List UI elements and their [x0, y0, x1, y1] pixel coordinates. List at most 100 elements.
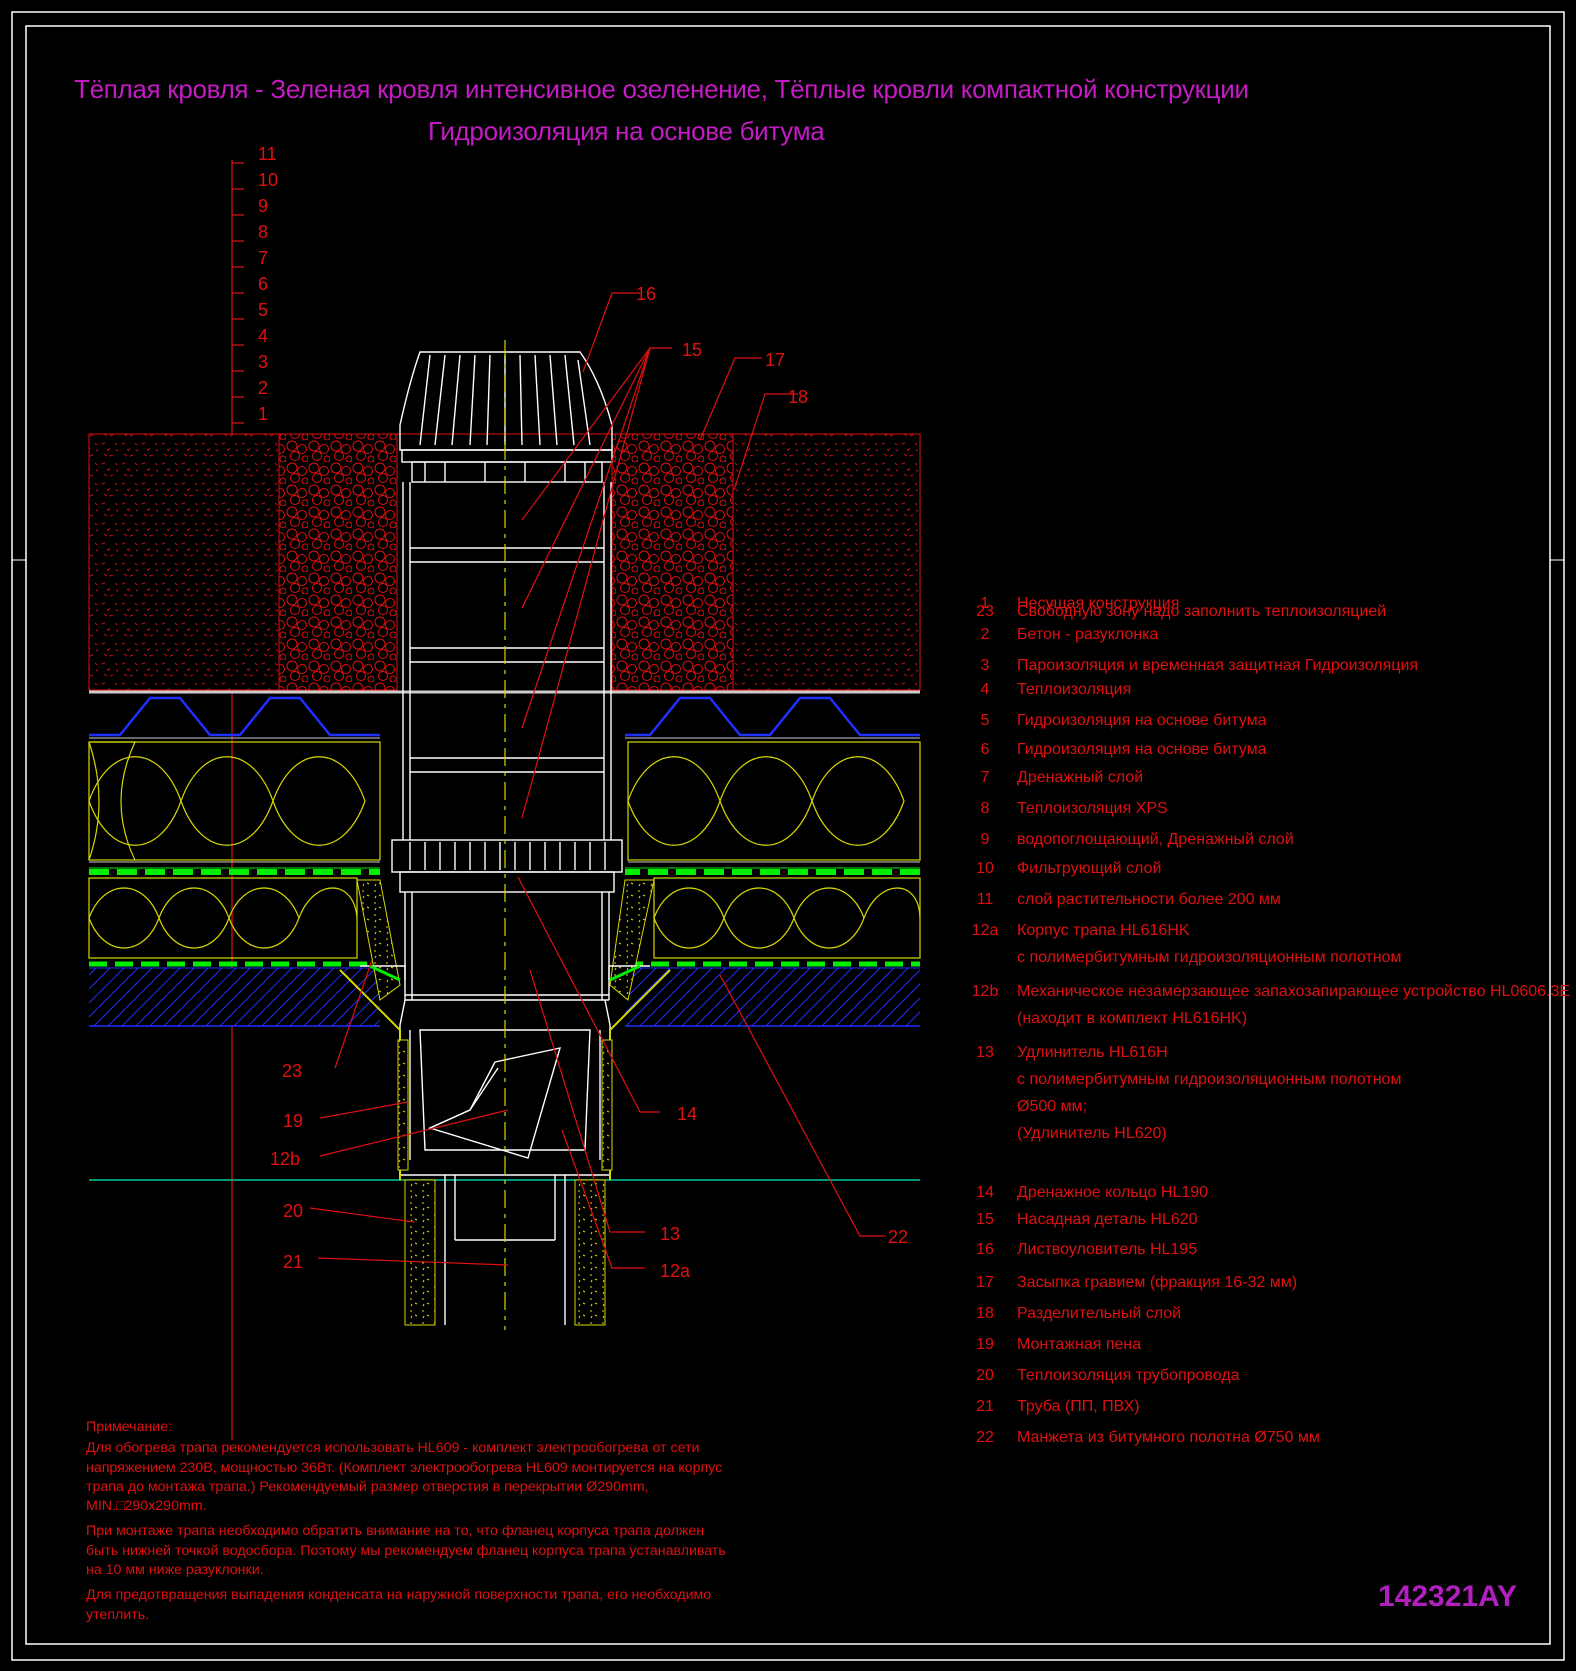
legend-item-line: Фильтрующий слой — [1017, 860, 1162, 877]
legend-item-number: 12a — [971, 922, 999, 939]
callout-23: 23 — [282, 1061, 302, 1081]
legend-item-line: Ø500 мм; — [1017, 1098, 1088, 1115]
legend-item-text: Гидроизоляция на основе битума — [1017, 736, 1267, 763]
legend-item-line: (находит в комплект HL616HK) — [1017, 1010, 1248, 1027]
callout-19: 19 — [283, 1111, 303, 1131]
legend-item-text: Листвоуловитель HL195 — [1017, 1236, 1197, 1263]
ruler-tick-label: 9 — [258, 196, 268, 216]
legend-item-line: Засыпка гравием (фракция 16-32 мм) — [1017, 1274, 1298, 1291]
legend-item-text: Несущая конструкция — [1017, 590, 1179, 617]
callout-20: 20 — [283, 1201, 303, 1221]
legend-item-line: Манжета из битумного полотна Ø750 мм — [1017, 1429, 1320, 1446]
legend-item-line: Несущая конструкция — [1017, 595, 1180, 612]
legend-item-number: 17 — [976, 1274, 994, 1291]
legend-item-text: Манжета из битумного полотна Ø750 мм — [1017, 1424, 1320, 1451]
legend-item-number: 23 — [976, 603, 994, 620]
legend-item-line: Гидроизоляция на основе битума — [1017, 712, 1267, 729]
inner-frame — [25, 25, 1551, 1645]
waterproofing-membrane-upper — [89, 867, 920, 875]
legend-item-text: Насадная деталь HL620 — [1017, 1206, 1198, 1233]
leader-lines — [309, 292, 885, 1269]
callout-12b: 12b — [270, 1149, 300, 1169]
legend-item-number: 16 — [976, 1241, 994, 1258]
ruler-tick-label: 4 — [258, 326, 268, 346]
legend-item-number: 13 — [976, 1044, 994, 1061]
callout-16: 16 — [636, 284, 656, 304]
ruler-tick-label: 2 — [258, 378, 268, 398]
ruler-tick-label: 3 — [258, 352, 268, 372]
legend-item-line: Труба (ПП, ПВХ) — [1017, 1398, 1140, 1415]
legend-item-line: Теплоизоляция — [1017, 681, 1132, 698]
drain-assembly — [360, 351, 650, 1325]
legend-item-number: 8 — [980, 800, 990, 817]
insulation-xps-upper — [88, 741, 921, 861]
ruler-tick-label: 11 — [258, 144, 277, 164]
gravel-fill-left — [278, 433, 398, 691]
legend-item-number: 18 — [976, 1305, 994, 1322]
legend-item-text: Механическое незамерзающее запахозапираю… — [1017, 978, 1570, 1032]
legend-item-text: Корпус трапа HL616HK с полимербитумным ги… — [1017, 917, 1401, 971]
legend-item-text: Пароизоляция и временная защитная Гидрои… — [1017, 652, 1418, 679]
callout-15: 15 — [682, 340, 702, 360]
legend-item-number: 22 — [976, 1429, 994, 1446]
legend-item-text: Дренажный слой — [1017, 764, 1143, 791]
legend-item-text: Бетон - разуклонка — [1017, 621, 1158, 648]
callout-14: 14 — [677, 1104, 697, 1124]
legend-item-text: Теплоизоляция — [1017, 676, 1131, 703]
legend-item-number: 19 — [976, 1336, 994, 1353]
legend-item-line: Бетон - разуклонка — [1017, 626, 1159, 643]
legend-item-line: Удлинитель HL616H — [1017, 1044, 1168, 1061]
legend-item-number: 4 — [980, 681, 990, 698]
ruler-tick-label: 7 — [258, 248, 268, 268]
legend-item-text: Удлинитель HL616H с полимербитумным гидр… — [1017, 1039, 1401, 1147]
legend-item-text: Теплоизоляция трубопровода — [1017, 1362, 1240, 1389]
legend-item-number: 20 — [976, 1367, 994, 1384]
drawing-subtitle: Гидроизоляция на основе битума — [428, 116, 825, 146]
ruler-tick-label: 8 — [258, 222, 268, 242]
gravel-fill-right — [611, 433, 734, 691]
drawing-stamp: 142321AY — [1378, 1580, 1518, 1613]
legend-item-line: Свободную зону надо заполнить теплоизоля… — [1017, 603, 1387, 620]
legend-item-line: с полимербитумным гидроизоляционным поло… — [1017, 1071, 1402, 1088]
notes-heading: Примечание: — [86, 1419, 173, 1435]
legend-item-text: Разделительный слой — [1017, 1300, 1181, 1327]
legend-item-number: 2 — [980, 626, 990, 643]
callout-13: 13 — [660, 1224, 680, 1244]
legend-item-line: Листвоуловитель HL195 — [1017, 1241, 1198, 1258]
legend-item-number: 15 — [976, 1211, 994, 1228]
legend-item-text: Теплоизоляция XPS — [1017, 795, 1168, 822]
legend-item-line: слой растительности более 200 мм — [1017, 891, 1281, 908]
ruler-tick-label: 10 — [258, 170, 278, 190]
callout-22: 22 — [888, 1227, 908, 1247]
legend-item-line: Корпус трапа HL616HK — [1017, 922, 1190, 939]
legend-item-line: водопоглощающий, Дренажный слой — [1017, 831, 1294, 848]
legend-item-number: 1 — [980, 595, 990, 612]
legend-item-line: (Удлинитель HL620) — [1017, 1125, 1167, 1142]
legend-item-number: 10 — [976, 860, 994, 877]
callout-18: 18 — [788, 387, 808, 407]
legend-item-number: 11 — [976, 891, 994, 908]
legend-item-text: слой растительности более 200 мм — [1017, 886, 1281, 913]
legend-item-line: с полимербитумным гидроизоляционным поло… — [1017, 949, 1402, 966]
legend-item-text: Засыпка гравием (фракция 16-32 мм) — [1017, 1269, 1297, 1296]
note-paragraph-2: При монтаже трапа необходимо обратить вн… — [86, 1523, 726, 1579]
insulation-lower — [88, 877, 921, 959]
legend-item-number: 3 — [980, 657, 990, 674]
callout-17: 17 — [765, 350, 785, 370]
legend-item-line: Дренажное кольцо HL190 — [1017, 1184, 1209, 1201]
legend-item-line: Разделительный слой — [1017, 1305, 1182, 1322]
notes-block: Примечание: Для обогрева трапа рекоменду… — [86, 1418, 726, 1631]
legend-item-text: водопоглощающий, Дренажный слой — [1017, 826, 1294, 853]
drainage-layer — [89, 696, 920, 737]
legend-item-number: 12b — [971, 983, 999, 1000]
outer-frame — [11, 11, 1565, 1661]
legend-item-number: 7 — [980, 769, 990, 786]
legend-item-text: Монтажная пена — [1017, 1331, 1141, 1358]
legend-item-text: Фильтрующий слой — [1017, 855, 1161, 882]
legend-item-text: Дренажное кольцо HL190 — [1017, 1179, 1208, 1206]
legend-item-line: Гидроизоляция на основе битума — [1017, 741, 1267, 758]
legend-item-number: 5 — [980, 712, 990, 729]
